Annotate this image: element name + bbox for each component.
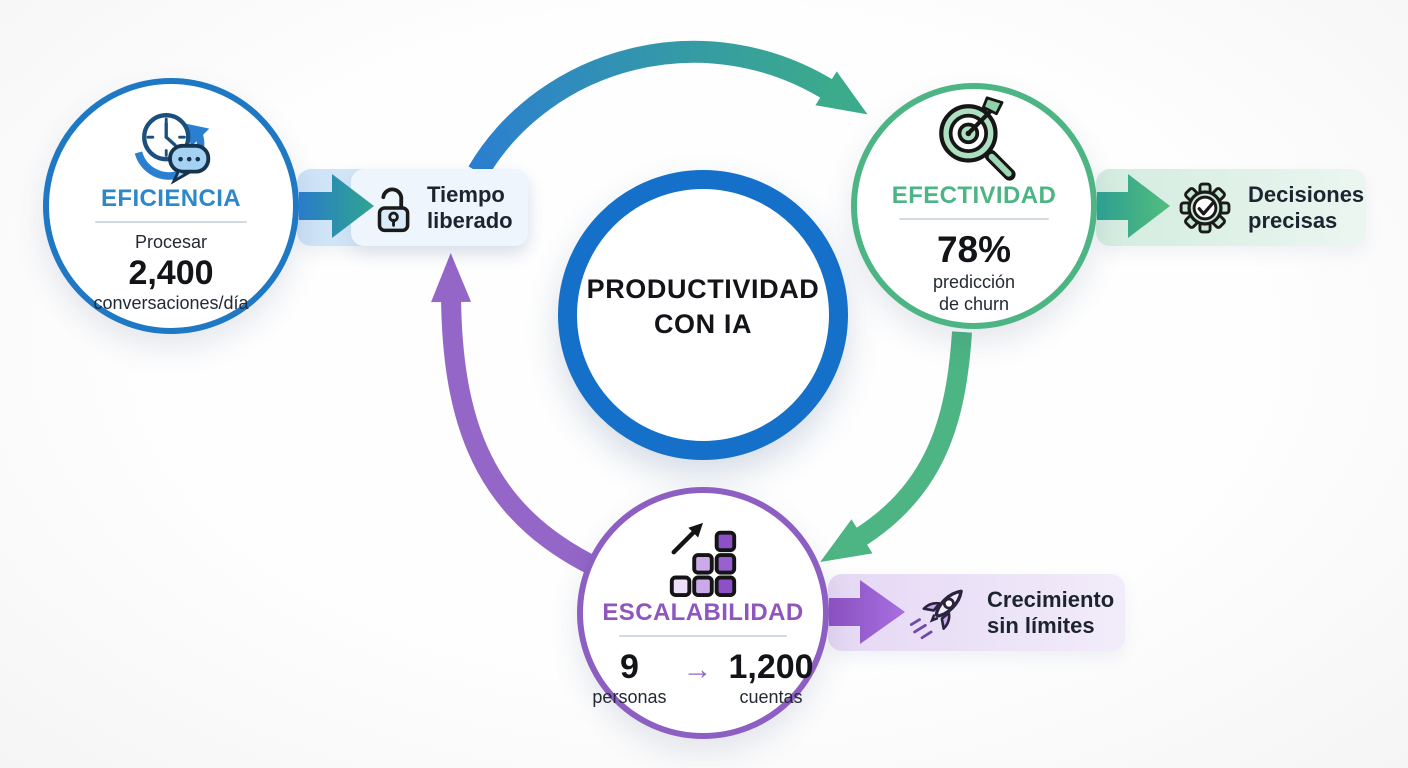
efectividad-stat-line2: de churn	[938, 293, 1010, 314]
escalabilidad-divider	[619, 634, 787, 637]
tiempo-liberado-label: Tiempo liberado	[427, 182, 513, 232]
center-title-line2: CON IA	[653, 309, 753, 339]
cycle-arrow-left-up	[431, 253, 611, 582]
tiempo-liberado-card: Tiempo liberado	[351, 169, 528, 246]
eficiencia-stat-suffix: conversaciones/día	[93, 293, 249, 314]
flow-arrow-eficiencia	[299, 174, 374, 238]
efectividad-divider	[899, 218, 1049, 221]
decisiones-label-line2: precisas	[1248, 207, 1338, 233]
rocket-icon	[909, 589, 963, 639]
efectividad-stat-line1: predicción	[932, 271, 1016, 292]
flow-arrow-efectividad	[1097, 174, 1170, 238]
refresh-arrowhead	[186, 123, 210, 147]
tiempo-label-line1: Tiempo	[427, 182, 505, 208]
tiempo-label-line2: liberado	[427, 207, 513, 233]
growth-squares-arrow-icon	[669, 522, 737, 597]
escalabilidad-node: ESCALABILIDAD 9 personas → 1,200 cuentas	[577, 487, 829, 739]
escalabilidad-to-value: 1,200	[728, 647, 814, 686]
eficiencia-node: EFICIENCIA Procesar 2,400 conversaciones…	[43, 78, 299, 334]
crecimiento-label-line1: Crecimiento	[987, 587, 1115, 613]
eficiencia-stat-value: 2,400	[128, 253, 214, 292]
center-title: PRODUCTIVIDAD CON IA	[587, 272, 820, 342]
eficiencia-title: EFICIENCIA	[100, 185, 241, 212]
growth-arrowhead	[688, 522, 703, 538]
escalabilidad-title: ESCALABILIDAD	[602, 598, 804, 626]
unlock-icon	[377, 187, 410, 232]
eficiencia-stat-prefix: Procesar	[134, 232, 208, 252]
efectividad-node: EFECTIVIDAD 78% predicción de churn	[851, 83, 1097, 329]
arrow-fletching	[981, 96, 1004, 116]
decisiones-label-line1: Decisiones	[1248, 182, 1365, 208]
flow-arrow-escalabilidad	[829, 580, 905, 644]
crecimiento-label-line2: sin límites	[987, 612, 1095, 638]
escalabilidad-to-label: cuentas	[739, 687, 803, 708]
escalabilidad-from-value: 9	[619, 647, 639, 686]
efectividad-title: EFECTIVIDAD	[891, 182, 1057, 210]
center-title-line1: PRODUCTIVIDAD	[586, 273, 820, 304]
target-arrow-magnifier-icon	[939, 96, 1016, 181]
crecimiento-label: Crecimiento sin límites	[987, 587, 1114, 637]
right-arrow-glyph: →	[682, 652, 713, 686]
cycle-arrow-top	[468, 40, 868, 178]
gear-check-icon	[1179, 182, 1231, 233]
escalabilidad-stats: 9 personas → 1,200 cuentas	[592, 648, 813, 709]
escalabilidad-from-label: personas	[592, 687, 667, 708]
clock-refresh-chat-icon	[134, 113, 211, 185]
eficiencia-divider	[95, 221, 247, 223]
decisiones-precisas-label: Decisiones precisas	[1248, 182, 1364, 232]
cycle-arrow-right-down	[820, 331, 972, 563]
efectividad-stat-value: 78%	[936, 229, 1012, 271]
